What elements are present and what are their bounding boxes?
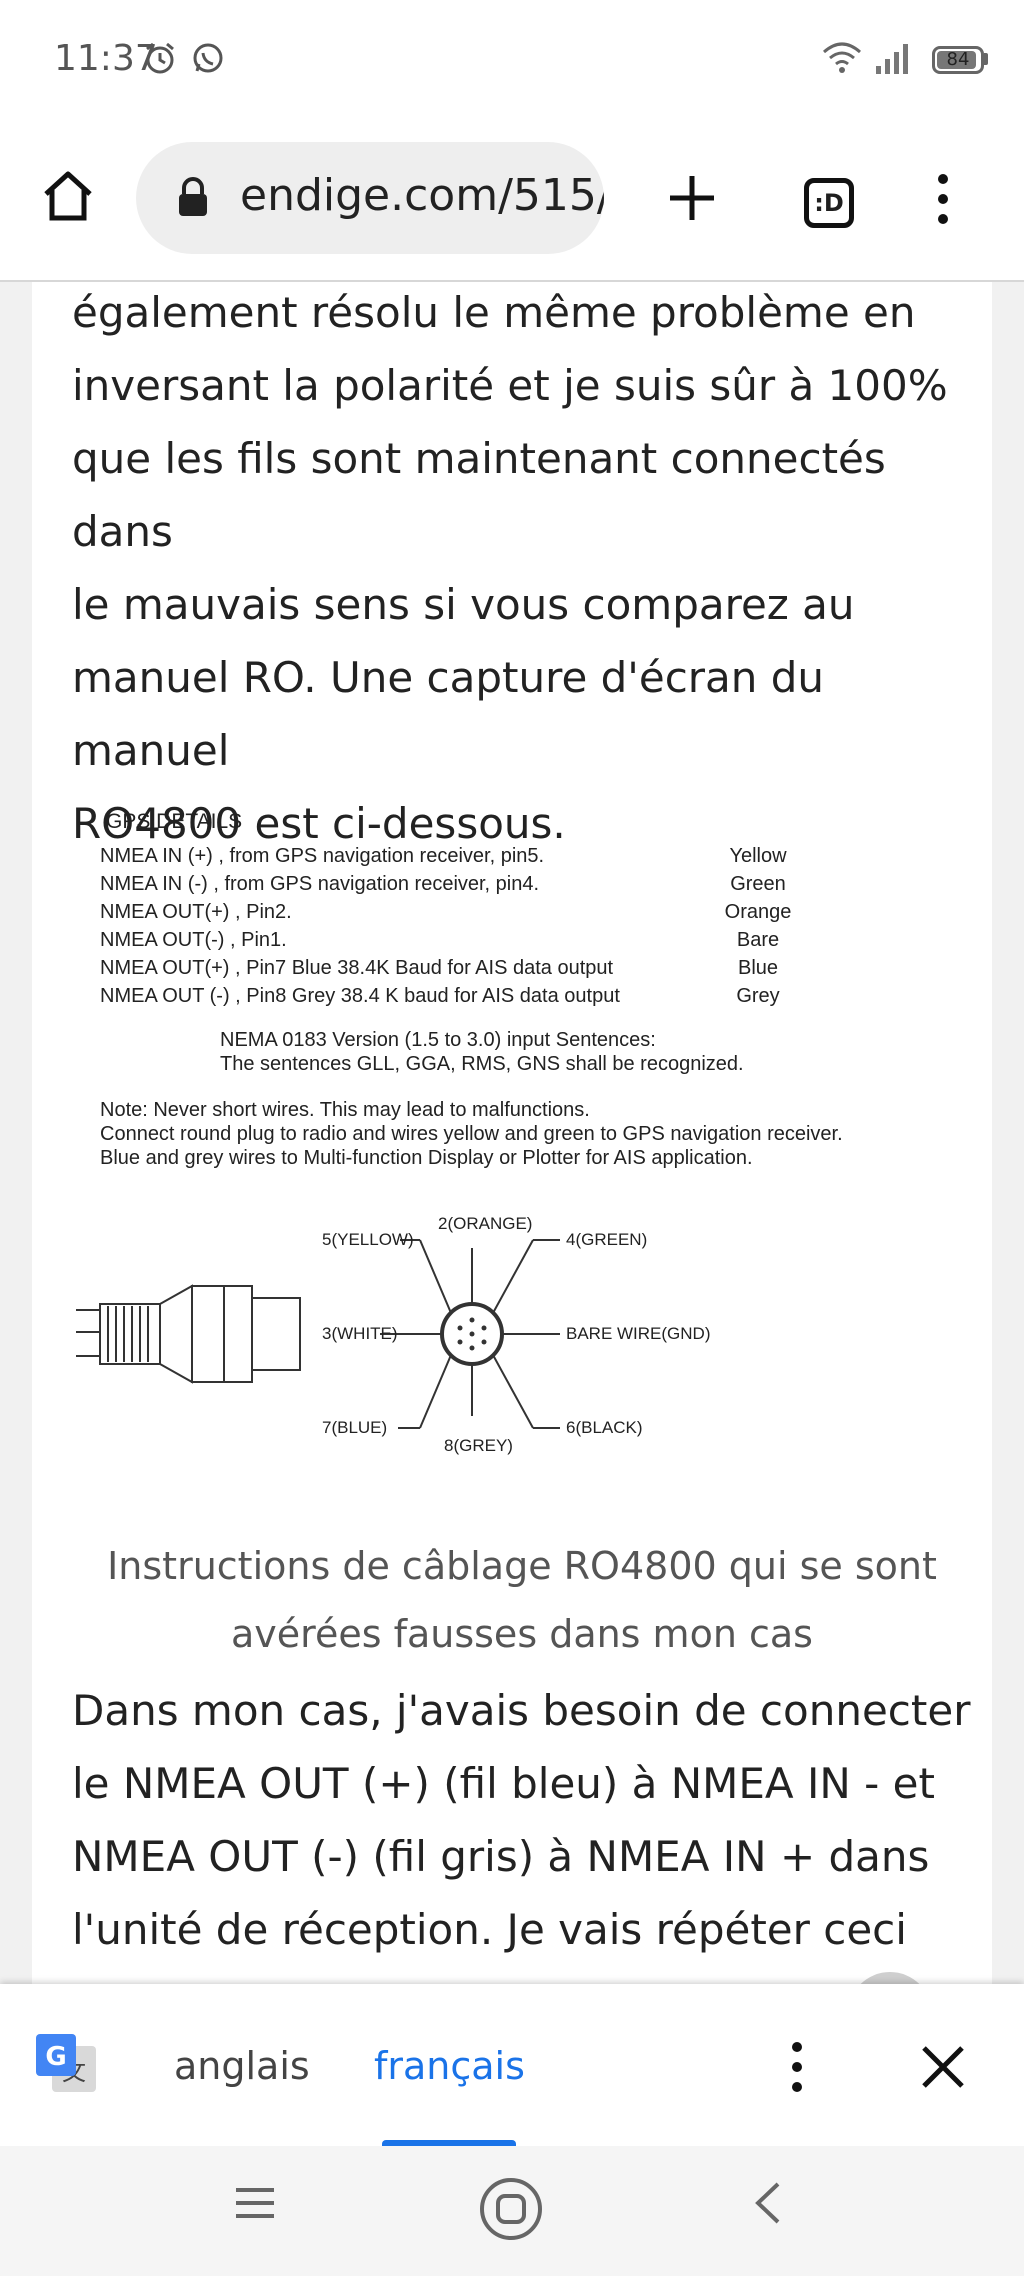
figure-caption: Instructions de câblage RO4800 qui se so… bbox=[107, 1544, 937, 1656]
google-translate-icon: 文 G bbox=[34, 2032, 100, 2103]
lock-icon[interactable] bbox=[176, 176, 210, 223]
tabs-label: :D bbox=[814, 189, 844, 217]
detail-value: Yellow bbox=[729, 845, 787, 867]
detail-row: NMEA IN (-) , from GPS navigation receiv… bbox=[100, 873, 540, 895]
translate-bar: 文 G anglais français bbox=[0, 1984, 1024, 2148]
detail-row: NMEA IN (+) , from GPS navigation receiv… bbox=[100, 845, 545, 867]
wire-label-orange: 2(ORANGE) bbox=[438, 1214, 533, 1233]
figure-title: GPS DETAILS bbox=[106, 810, 243, 833]
alarm-icon bbox=[142, 40, 178, 81]
paragraph-2: Dans mon cas, j'avais besoin de connecte… bbox=[72, 1686, 971, 1954]
wifi-icon bbox=[820, 40, 864, 81]
article: également résolu le même problème en inv… bbox=[32, 282, 992, 1984]
detail-value: Bare bbox=[736, 929, 780, 951]
url-text[interactable]: endige.com/515/ bbox=[240, 170, 604, 221]
svg-text:G: G bbox=[45, 2042, 66, 2072]
address-bar[interactable]: endige.com/515/ bbox=[136, 142, 604, 254]
nema-line-1: NEMA 0183 Version (1.5 to 3.0) input Sen… bbox=[220, 1029, 656, 1051]
wire-label-bare: BARE WIRE(GND) bbox=[566, 1324, 711, 1343]
clock-time: 11:37 bbox=[54, 38, 158, 79]
more-menu-icon[interactable] bbox=[928, 172, 958, 226]
connector-diagram bbox=[76, 1239, 560, 1429]
back-icon[interactable] bbox=[746, 2180, 792, 2231]
wire-label-black: 6(BLACK) bbox=[566, 1418, 643, 1437]
note-line-2: Connect round plug to radio and wires ye… bbox=[100, 1123, 843, 1145]
system-nav-bar bbox=[0, 2146, 1024, 2276]
wire-label-grey: 8(GREY) bbox=[444, 1436, 513, 1455]
wiring-figure: GPS DETAILS NMEA IN (+) , from GPS navig… bbox=[68, 810, 938, 1490]
nema-line-2: The sentences GLL, GGA, RMS, GNS shall b… bbox=[220, 1053, 744, 1075]
home-icon[interactable] bbox=[40, 168, 96, 224]
detail-row: NMEA OUT(+) , Pin2. bbox=[100, 901, 292, 923]
new-tab-icon[interactable] bbox=[666, 172, 718, 224]
tabs-icon[interactable]: :D bbox=[804, 178, 854, 228]
detail-value: Grey bbox=[736, 985, 780, 1007]
floating-scroll-button[interactable] bbox=[848, 1972, 932, 1984]
battery-icon: 84 bbox=[932, 46, 984, 74]
web-page: également résolu le même problème en inv… bbox=[0, 282, 1024, 1984]
detail-row: NMEA OUT(+) , Pin7 Blue 38.4K Baud for A… bbox=[100, 957, 614, 979]
detail-row: NMEA OUT(-) , Pin1. bbox=[100, 929, 287, 951]
note-line-3: Blue and grey wires to Multi-function Di… bbox=[100, 1147, 753, 1169]
status-bar: 11:37 84 bbox=[0, 0, 1024, 118]
browser-toolbar: endige.com/515/ :D bbox=[0, 118, 1024, 282]
target-language-tab[interactable]: français bbox=[374, 2044, 525, 2088]
detail-row: NMEA OUT (-) , Pin8 Grey 38.4 K baud for… bbox=[100, 985, 620, 1007]
source-language-tab[interactable]: anglais bbox=[174, 2044, 310, 2088]
wire-label-green: 4(GREEN) bbox=[566, 1230, 648, 1249]
battery-level: 84 bbox=[946, 49, 970, 70]
recents-icon[interactable] bbox=[232, 2180, 278, 2231]
translate-more-icon[interactable] bbox=[782, 2040, 812, 2099]
detail-value: Green bbox=[730, 873, 786, 895]
signal-icon bbox=[874, 40, 914, 81]
note-line-1: Note: Never short wires. This may lead t… bbox=[100, 1099, 590, 1121]
paragraph-1: également résolu le même problème en inv… bbox=[72, 288, 948, 848]
whatsapp-icon bbox=[190, 40, 226, 81]
wire-label-blue: 7(BLUE) bbox=[322, 1418, 388, 1437]
wire-label-white: 3(WHITE) bbox=[322, 1324, 398, 1343]
detail-value: Blue bbox=[737, 957, 779, 979]
home-nav-icon[interactable] bbox=[478, 2176, 544, 2247]
active-tab-indicator bbox=[382, 2140, 516, 2148]
detail-value: Orange bbox=[724, 901, 792, 923]
close-icon[interactable] bbox=[920, 2044, 966, 2095]
wire-label-yellow: 5(YELLOW) bbox=[322, 1230, 414, 1249]
